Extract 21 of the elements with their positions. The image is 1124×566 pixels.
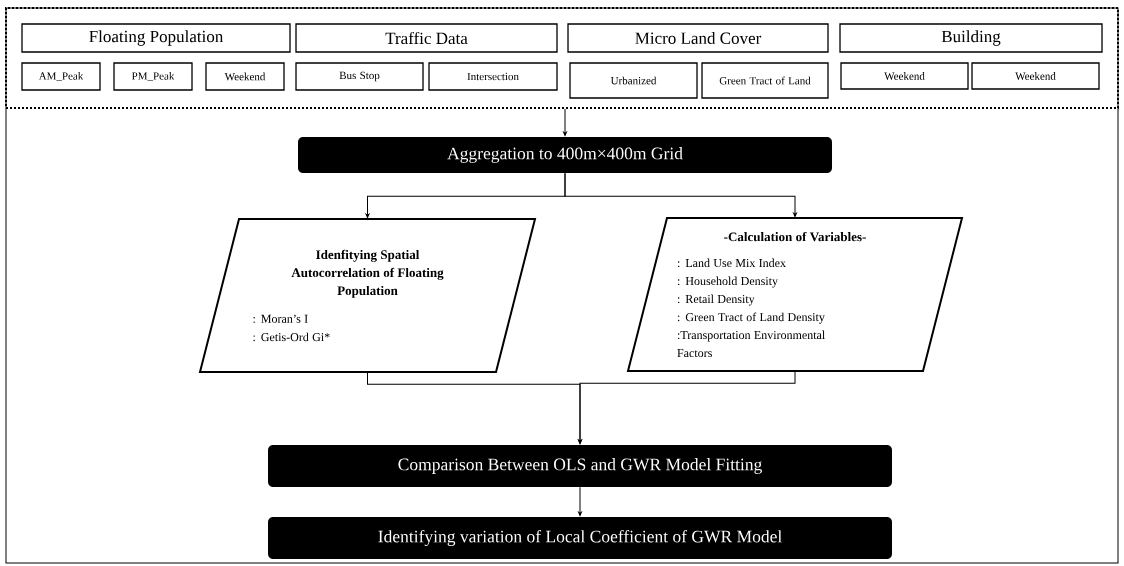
arrow bbox=[578, 370, 796, 444]
item-box: Bus Stop bbox=[295, 62, 424, 91]
process-box: Identifying variation of Local Coefficient of GWR Model bbox=[268, 517, 892, 559]
item-box: Intersection bbox=[428, 62, 558, 91]
category-box: Micro Land Cover bbox=[567, 23, 829, 53]
item-box: Green Tract of Land bbox=[701, 62, 829, 99]
item-box: Weekend bbox=[840, 62, 969, 90]
item-box: Urbanized bbox=[569, 62, 698, 99]
arrow bbox=[564, 172, 797, 217]
arrow bbox=[578, 486, 582, 516]
item-box: PM_Peak bbox=[113, 62, 193, 91]
arrow bbox=[563, 108, 567, 136]
item-box: Weekend bbox=[205, 62, 285, 91]
process-box: Aggregation to 400m×400m Grid bbox=[298, 137, 832, 173]
category-box: Traffic Data bbox=[295, 23, 558, 53]
item-box: Weekend bbox=[971, 62, 1100, 90]
item-box: AM_Peak bbox=[21, 62, 101, 91]
process-box: Comparison Between OLS and GWR Model Fitting bbox=[268, 445, 892, 487]
category-box: Building bbox=[839, 23, 1103, 53]
category-box: Floating Population bbox=[21, 23, 291, 53]
dotted-frame bbox=[5, 7, 1119, 109]
